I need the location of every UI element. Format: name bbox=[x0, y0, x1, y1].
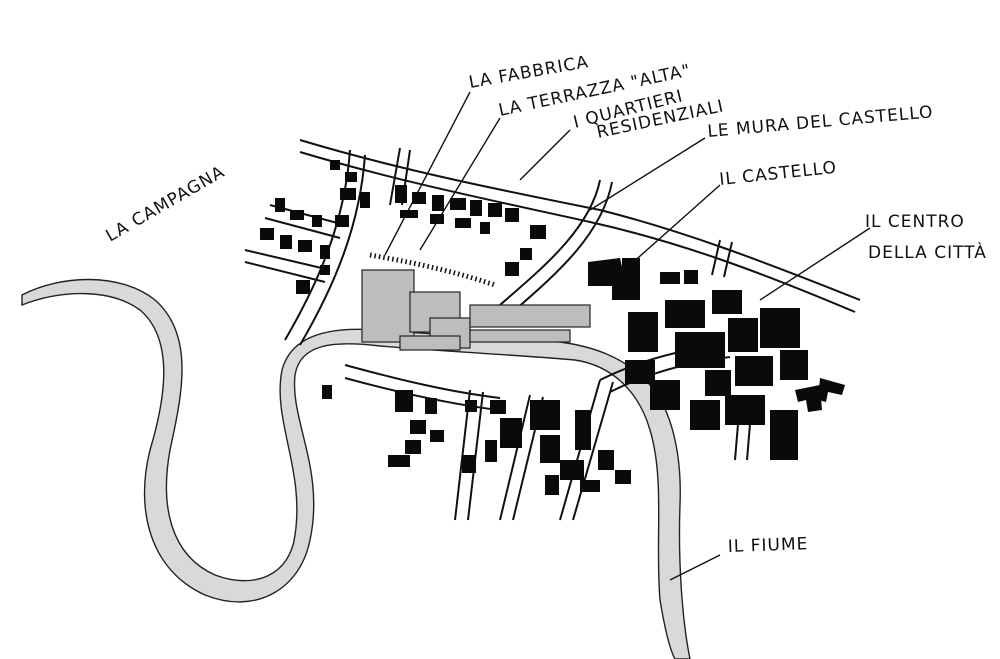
river bbox=[21, 278, 691, 659]
label-centro-1: IL CENTRO bbox=[865, 212, 965, 232]
label-leaders bbox=[384, 91, 871, 581]
label-campagna: LA CAMPAGNA bbox=[103, 162, 229, 246]
terrace-edge bbox=[369, 252, 496, 288]
south-buildings bbox=[322, 385, 631, 495]
factory-complex bbox=[361, 269, 591, 351]
label-mura: LE MURA DEL CASTELLO bbox=[707, 102, 935, 142]
label-centro-2: DELLA CITTÀ bbox=[868, 241, 987, 263]
residential-buildings bbox=[260, 160, 546, 294]
label-fiume: IL FIUME bbox=[727, 534, 808, 557]
label-castello: IL CASTELLO bbox=[718, 158, 837, 190]
castle bbox=[588, 258, 698, 300]
city-centre bbox=[625, 290, 845, 460]
